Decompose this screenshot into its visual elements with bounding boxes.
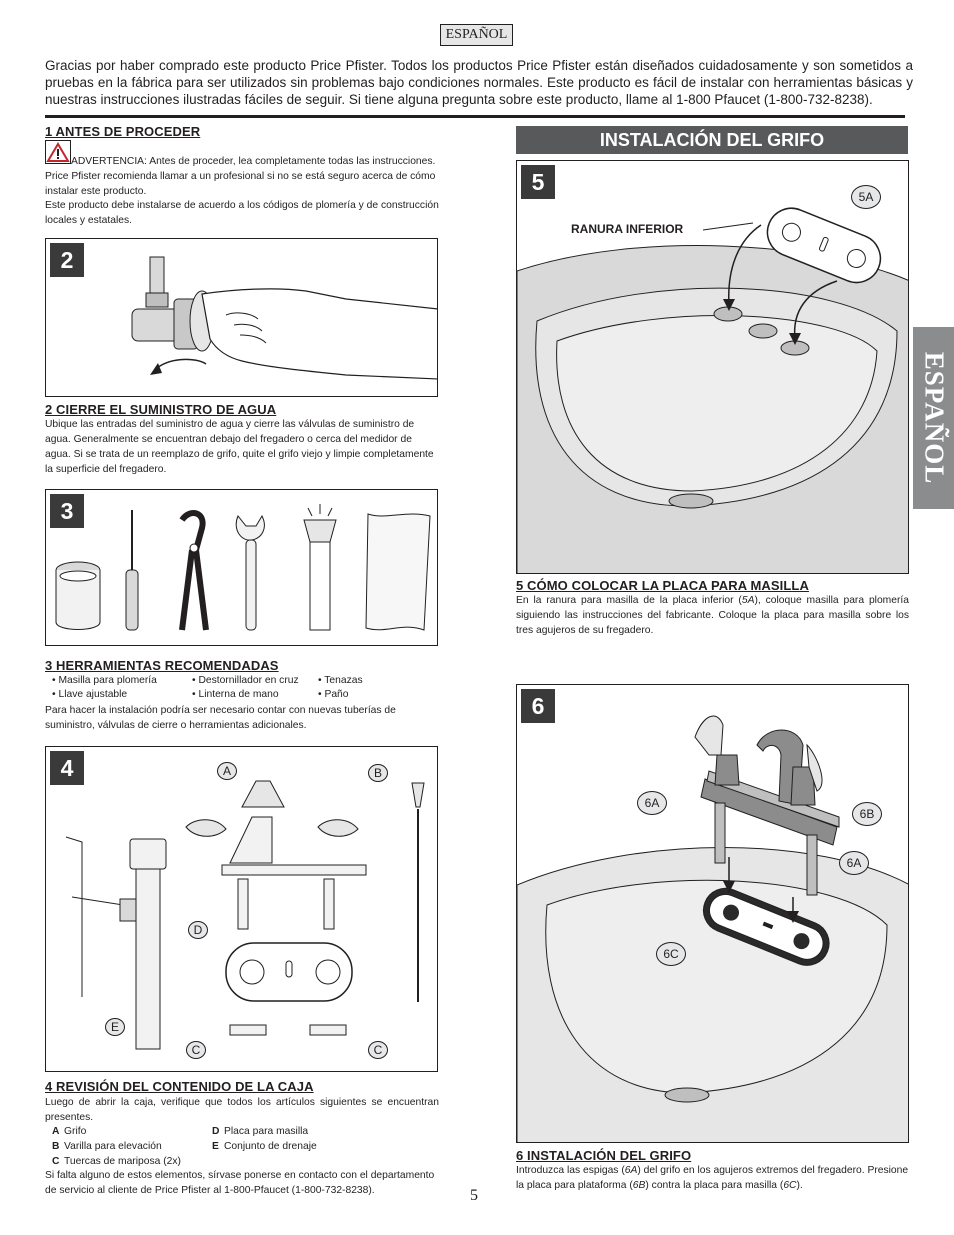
installation-banner: INSTALACIÓN DEL GRIFO: [516, 126, 908, 154]
tool-item: • Llave ajustable: [52, 689, 128, 700]
intro-paragraph: Gracias por haber comprado este producto…: [45, 58, 913, 107]
step6-text: Introduzca las espigas (6A) del grifo en…: [516, 1165, 909, 1191]
tool-item: • Tenazas: [318, 675, 363, 686]
cloth-icon: [365, 513, 431, 631]
callout-6b: 6B: [852, 802, 882, 826]
tool-item: • Masilla para plomería: [52, 675, 157, 686]
tools-drawing: [55, 504, 431, 631]
callout-6a: 6A: [839, 851, 869, 875]
sink-drawing: [517, 207, 908, 573]
faucet-install-drawing: [517, 715, 908, 1142]
callout-a: A: [217, 762, 237, 780]
step2-badge: 2: [50, 243, 84, 277]
step3-illustration: 3: [45, 489, 438, 646]
tool-item: • Destornillador en cruz: [192, 675, 299, 686]
step4-intro: Luego de abrir la caja, verifique que to…: [45, 1097, 439, 1123]
pliers-icon: [179, 510, 209, 631]
step3-badge: 3: [50, 494, 84, 528]
callout-b: B: [368, 764, 388, 782]
step5-text: En la ranura para masilla de la placa in…: [516, 595, 910, 636]
callout-6a: 6A: [637, 791, 667, 815]
section1-heading: 1 ANTES DE PROCEDER: [45, 124, 201, 139]
ranura-inferior-label: RANURA INFERIOR: [571, 222, 684, 236]
callout-e: E: [105, 1018, 125, 1036]
step5-badge: 5: [521, 165, 555, 199]
step2-illustration: 2: [45, 238, 438, 397]
step6-heading: 6 INSTALACIÓN DEL GRIFO: [516, 1148, 692, 1163]
step4-outro: Si falta alguno de estos elementos, sírv…: [45, 1170, 435, 1196]
flashlight-icon: [303, 504, 337, 631]
step4-heading: 4 REVISIÓN DEL CONTENIDO DE LA CAJA: [45, 1079, 314, 1094]
step5-heading: 5 CÓMO COLOCAR LA PLACA PARA MASILLA: [516, 578, 809, 593]
callout-d: D: [188, 921, 208, 939]
box-contents-drawing: [65, 780, 425, 1050]
tools-list: • Masilla para plomería • Destornillador…: [52, 674, 438, 702]
step4-illustration: 4 A B D E C C: [45, 746, 438, 1072]
tool-item: • Paño: [318, 689, 349, 700]
shutoff-valve-drawing: [131, 256, 437, 380]
step2-heading: 2 CIERRE EL SUMINISTRO DE AGUA: [45, 402, 277, 417]
putty-jar-icon: [55, 561, 101, 630]
callout-6c: 6C: [656, 942, 686, 966]
tool-item: • Linterna de mano: [192, 689, 279, 700]
step3-heading: 3 HERRAMIENTAS RECOMENDADAS: [45, 658, 279, 673]
callout-c: C: [368, 1041, 388, 1059]
language-tag: ESPAÑOL: [440, 24, 513, 46]
step6-badge: 6: [521, 689, 555, 723]
step4-badge: 4: [50, 751, 84, 785]
step2-text: Ubique las entradas del suministro de ag…: [45, 419, 434, 475]
callout-5a: 5A: [851, 185, 881, 209]
warning-text: ADVERTENCIA: Antes de proceder, lea comp…: [45, 156, 436, 197]
header-rule: [45, 115, 905, 118]
language-side-tab: ESPAÑOL: [913, 327, 954, 509]
step6-illustration: 6 6A 6B 6A 6C: [516, 684, 909, 1143]
warning-icon: [45, 140, 71, 164]
codes-text: Este producto debe instalarse de acuerdo…: [45, 200, 439, 226]
step5-illustration: 5 RANURA INFERIOR 5A: [516, 160, 909, 574]
screwdriver-icon: [125, 510, 139, 631]
adjustable-wrench-icon: [235, 514, 265, 631]
page-number: 5: [470, 1187, 478, 1204]
step3-text: Para hacer la instalación podría ser nec…: [45, 705, 396, 731]
callout-c: C: [186, 1041, 206, 1059]
